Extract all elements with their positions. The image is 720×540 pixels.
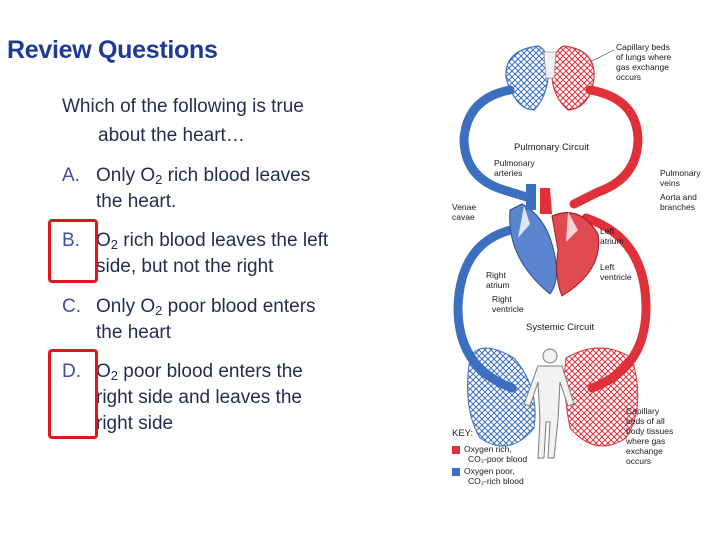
svg-text:Pulmonary: Pulmonary <box>494 158 535 168</box>
subscript: 2 <box>110 237 119 252</box>
option-text: right side and leaves the <box>96 387 302 408</box>
option-letter: A. <box>62 165 80 186</box>
svg-text:occurs: occurs <box>616 72 641 82</box>
label-venae-cavae: Venae cavae <box>452 202 476 222</box>
label-right-atrium: Right atrium <box>486 270 510 290</box>
subscript: 2 <box>155 172 163 187</box>
option-a[interactable]: A. Only O2 rich blood leaves the heart. <box>62 163 310 215</box>
svg-text:ventricle: ventricle <box>600 272 632 282</box>
svg-text:exchange: exchange <box>626 446 663 456</box>
option-text: side, but not the right <box>96 256 274 277</box>
pulmonary-circuit-title: Pulmonary Circuit <box>514 142 589 153</box>
svg-text:Right: Right <box>486 270 506 280</box>
option-letter: C. <box>62 296 81 317</box>
option-text: rich blood leaves <box>162 165 311 186</box>
svg-text:atrium: atrium <box>486 280 510 290</box>
svg-text:beds of all: beds of all <box>626 416 665 426</box>
option-text: poor blood enters the <box>118 361 303 382</box>
systemic-circuit-title: Systemic Circuit <box>526 322 594 333</box>
option-letter: B. <box>62 230 80 251</box>
label-capillary-lungs: Capillary beds of lungs where gas exchan… <box>589 42 672 82</box>
label-aorta: Aorta and branches <box>660 192 697 212</box>
body-capillaries <box>467 347 639 447</box>
label-left-atrium: Left atrium <box>600 226 624 246</box>
svg-text:Oxygen rich,: Oxygen rich, <box>464 444 512 454</box>
svg-text:Left: Left <box>600 226 615 236</box>
human-figure-icon <box>523 348 575 459</box>
lung-capillaries <box>505 45 595 111</box>
label-pulmonary-arteries: Pulmonary arteries <box>494 158 535 178</box>
option-text: the heart <box>96 322 171 343</box>
subscript: 2 <box>155 303 163 318</box>
option-text: the heart. <box>96 191 177 212</box>
option-text: Only O <box>96 165 156 186</box>
slide-title: Review Questions <box>7 36 218 64</box>
question-line-1: Which of the following is true <box>62 96 304 117</box>
question-text: Which of the following is true about the… <box>62 92 412 150</box>
svg-text:Venae: Venae <box>452 202 476 212</box>
highlight-box-b <box>48 219 98 283</box>
svg-text:Oxygen poor,: Oxygen poor, <box>464 466 515 476</box>
option-text: right side <box>96 413 174 434</box>
option-letter: D. <box>62 361 81 382</box>
label-left-ventricle: Left ventricle <box>600 262 632 282</box>
svg-text:gas exchange: gas exchange <box>616 62 669 72</box>
svg-text:branches: branches <box>660 202 695 212</box>
svg-text:CO₂-poor blood: CO₂-poor blood <box>468 454 527 464</box>
subscript: 2 <box>110 368 119 383</box>
svg-text:atrium: atrium <box>600 236 624 246</box>
circulation-diagram: Capillary beds of lungs where gas exchan… <box>452 42 701 486</box>
svg-text:Right: Right <box>492 294 512 304</box>
option-b[interactable]: B. O2 rich blood leaves the left side, bu… <box>62 228 328 280</box>
svg-text:veins: veins <box>660 178 680 188</box>
question-line-2: about the heart… <box>98 125 245 146</box>
pulmonary-artery-loop <box>459 85 535 203</box>
svg-text:Left: Left <box>600 262 615 272</box>
color-key: KEY: Oxygen rich, CO₂-poor blood Oxygen … <box>452 428 527 486</box>
label-capillary-body: Capillary beds of all body tissues where… <box>625 406 673 466</box>
option-text: O <box>96 361 111 382</box>
svg-text:cavae: cavae <box>452 212 475 222</box>
label-right-ventricle: Right ventricle <box>492 294 524 314</box>
highlight-box-d <box>48 349 98 439</box>
svg-text:Aorta and: Aorta and <box>660 192 697 202</box>
option-text: poor blood enters <box>162 296 316 317</box>
svg-text:arteries: arteries <box>494 168 522 178</box>
option-text: rich blood leaves the left <box>118 230 329 251</box>
svg-text:CO₂-rich blood: CO₂-rich blood <box>468 476 524 486</box>
option-d[interactable]: D. O2 poor blood enters the right side an… <box>62 359 303 437</box>
label-pulmonary-veins: Pulmonary veins <box>660 168 701 188</box>
svg-text:ventricle: ventricle <box>492 304 524 314</box>
svg-text:Capillary beds: Capillary beds <box>616 42 670 52</box>
svg-text:body tissues: body tissues <box>626 426 673 436</box>
option-c[interactable]: C. Only O2 poor blood enters the heart <box>62 294 316 346</box>
option-text: Only O <box>96 296 156 317</box>
svg-text:where gas: where gas <box>625 436 665 446</box>
svg-text:of lungs where: of lungs where <box>616 52 672 62</box>
svg-text:Pulmonary: Pulmonary <box>660 168 701 178</box>
svg-text:KEY:: KEY: <box>452 428 473 439</box>
pulmonary-vein-loop <box>569 85 643 209</box>
svg-text:occurs: occurs <box>626 456 651 466</box>
svg-text:Capillary: Capillary <box>626 406 660 416</box>
heart <box>509 184 600 297</box>
option-text: O <box>96 230 111 251</box>
